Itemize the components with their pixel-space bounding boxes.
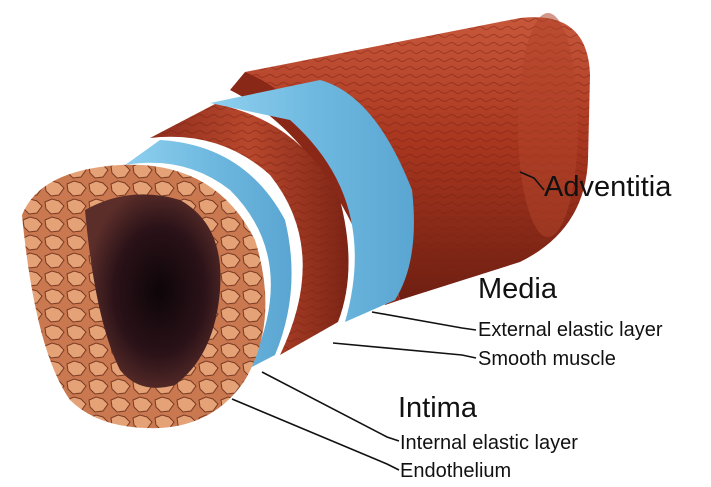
intima-label: Intima <box>398 394 477 423</box>
adventitia-end-cap <box>518 13 578 237</box>
endothelium-pointer-line <box>232 399 399 470</box>
media-label: Media <box>478 275 557 304</box>
smooth-muscle-pointer-line <box>333 343 476 358</box>
adventitia-label: Adventitia <box>544 173 671 202</box>
endothelium-label: Endothelium <box>400 461 511 481</box>
external-elastic-pointer-line <box>372 312 476 330</box>
internal-elastic-pointer-line <box>262 372 399 441</box>
smooth-muscle-label: Smooth muscle <box>478 349 616 369</box>
internal-elastic-layer-label: Internal elastic layer <box>400 433 578 453</box>
external-elastic-layer-label: External elastic layer <box>478 320 663 340</box>
